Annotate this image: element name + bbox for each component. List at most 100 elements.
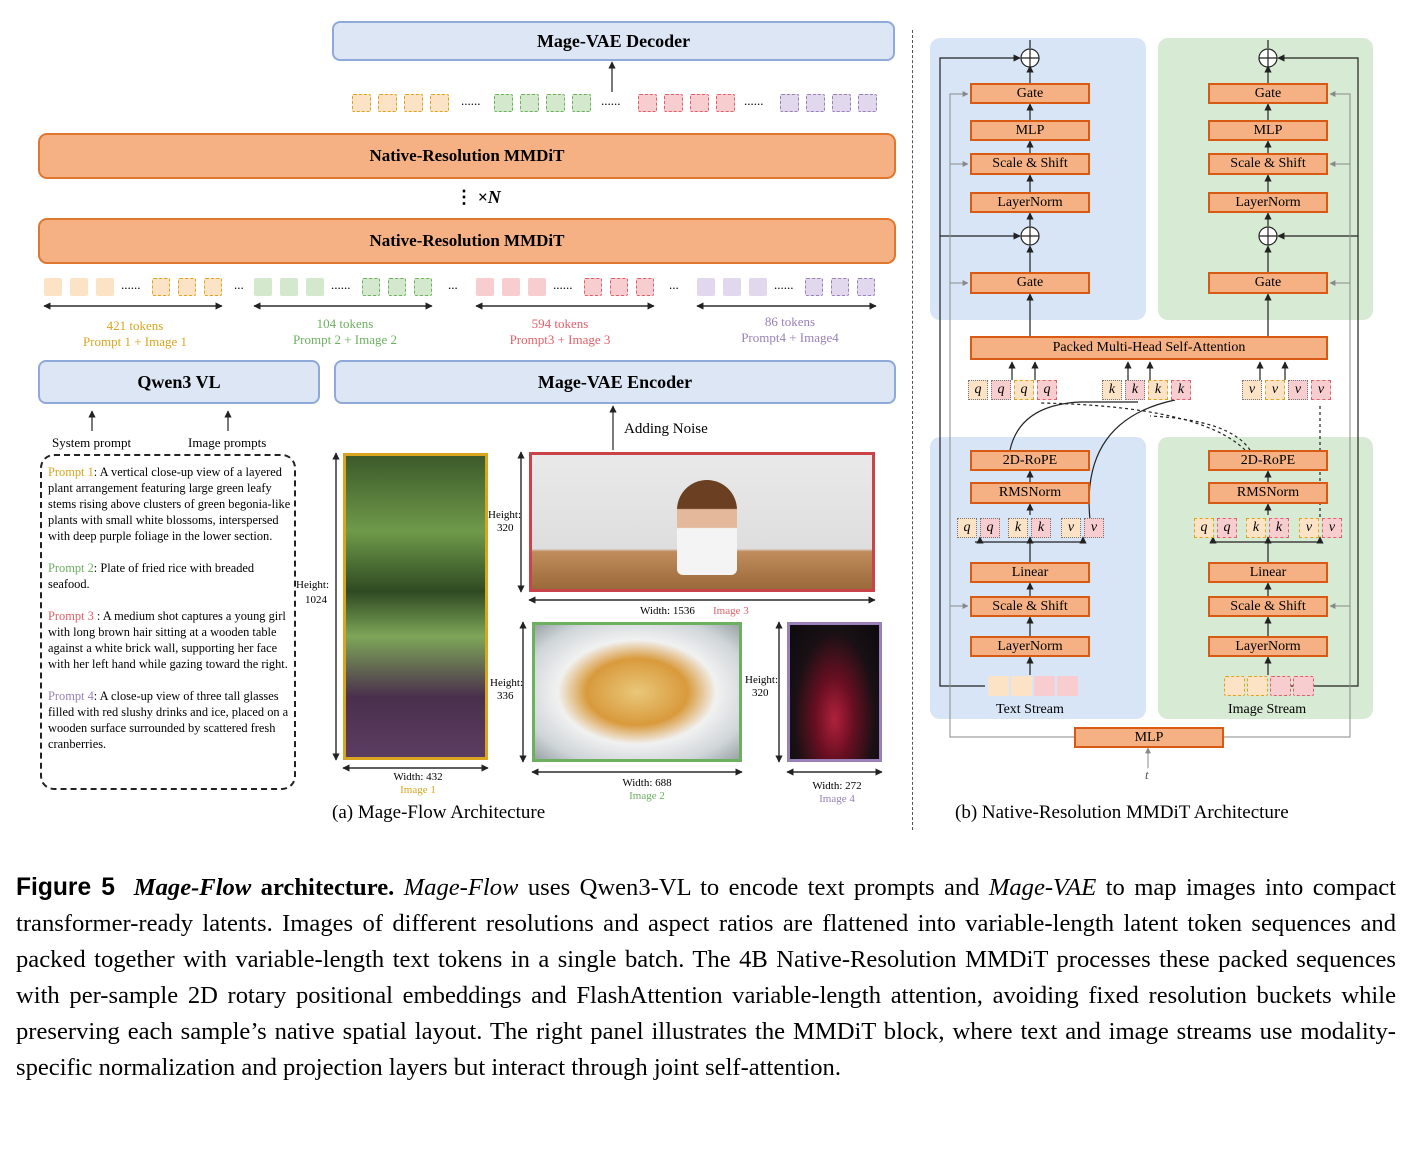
image-token	[805, 278, 823, 296]
image-v-token: v	[1299, 518, 1319, 538]
decoder-token	[520, 94, 539, 112]
image-1-plants	[343, 453, 488, 760]
decoder-token	[780, 94, 799, 112]
image-q-token: q	[1194, 518, 1214, 538]
text-stream-token	[988, 676, 1009, 696]
qwen3-vl-encoder: Qwen3 VL	[38, 360, 320, 404]
text-scale-shift-bottom: Scale & Shift	[970, 596, 1090, 617]
image-2-name: Image 2	[629, 790, 665, 802]
token-group-1-count: 421 tokens	[106, 318, 164, 333]
decoder-token	[352, 94, 371, 112]
image-stream-token	[1224, 676, 1245, 696]
subfigure-a-caption: (a) Mage-Flow Architecture	[332, 802, 546, 823]
image-3-girl	[529, 452, 875, 592]
figure-number: Figure 5	[16, 874, 115, 901]
token-group-1-label: Prompt 1 + Image 1	[82, 334, 188, 349]
decoder-gap-dots: ......	[601, 93, 621, 108]
prompt-4-tag: Prompt 4	[48, 689, 94, 703]
joint-v-token: v	[1242, 380, 1262, 400]
text-v-token: v	[1084, 518, 1104, 538]
image-token	[388, 278, 406, 296]
prompt-box: Prompt 1: A vertical close-up view of a …	[40, 454, 296, 790]
prompt-3: Prompt 3 : A medium shot captures a youn…	[48, 608, 294, 672]
group-separator: ...	[234, 277, 244, 292]
right-connector-lines	[43, 40, 1359, 776]
joint-v-token: v	[1311, 380, 1331, 400]
image-rope: 2D-RoPE	[1208, 450, 1328, 471]
image-4-name: Image 4	[819, 793, 855, 805]
image-2-width-label: Width: 688	[622, 777, 672, 789]
image-3-width-label: Width: 1536	[640, 605, 695, 617]
token-group-3-count: 594 tokens	[531, 316, 589, 331]
prompt-1-text: : A vertical close-up view of a layered …	[48, 465, 291, 543]
prompt-2: Prompt 2: Plate of fried rice with bread…	[48, 560, 294, 592]
image-k-token: k	[1246, 518, 1266, 538]
image-stream-token	[1270, 676, 1291, 696]
decoder-token	[572, 94, 591, 112]
joint-v-token: v	[1265, 380, 1285, 400]
text-q-token: q	[980, 518, 1000, 538]
text-k-token: k	[1031, 518, 1051, 538]
packed-gap-dots: ......	[121, 277, 141, 292]
figure-caption: Figure 5 Mage-Flow architecture. Mage-Fl…	[16, 870, 1396, 1086]
image-2-fried-rice	[532, 622, 742, 762]
prompt-2-tag: Prompt 2	[48, 561, 94, 575]
decoder-token	[546, 94, 565, 112]
image-token	[584, 278, 602, 296]
image-stream-token	[1247, 676, 1268, 696]
girl-figure-icon	[677, 480, 737, 575]
image-token	[178, 278, 196, 296]
text-layernorm-top: LayerNorm	[970, 192, 1090, 213]
caption-seg2: uses Qwen3-VL to encode text prompts and	[518, 874, 989, 901]
image-1-height-value: 1024	[305, 594, 327, 606]
joint-k-token: k	[1102, 380, 1122, 400]
joint-q-token: q	[991, 380, 1011, 400]
text-stream-token	[1011, 676, 1032, 696]
joint-q-token: q	[968, 380, 988, 400]
image-4-width-label: Width: 272	[812, 780, 862, 792]
image-q-token: q	[1217, 518, 1237, 538]
token-group-2-count: 104 tokens	[316, 316, 374, 331]
image-scale-shift-top: Scale & Shift	[1208, 153, 1328, 175]
repeat-indicator: ⋮ ×N	[455, 187, 501, 208]
text-stream-token	[1057, 676, 1078, 696]
group-separator: ...	[669, 277, 679, 292]
packed-attention: Packed Multi-Head Self-Attention	[970, 336, 1328, 360]
figure-title-rest: architecture.	[251, 874, 395, 901]
image-4-height-value: 320	[752, 687, 769, 699]
text-q-token: q	[957, 518, 977, 538]
image-rmsnorm: RMSNorm	[1208, 482, 1328, 504]
text-mlp: MLP	[970, 120, 1090, 141]
image-4-drinks	[787, 622, 882, 762]
image-3-height-label: Height:	[488, 509, 521, 521]
decoder-gap-dots: ......	[744, 93, 764, 108]
image-token	[152, 278, 170, 296]
text-k-token: k	[1008, 518, 1028, 538]
caption-seg1	[394, 874, 403, 901]
image-scale-shift-bottom: Scale & Shift	[1208, 596, 1328, 617]
image-mlp: MLP	[1208, 120, 1328, 141]
timestep-label: t	[1145, 767, 1149, 782]
panel-divider	[912, 30, 913, 830]
image-token	[610, 278, 628, 296]
joint-q-token: q	[1014, 380, 1034, 400]
packed-gap-dots: ......	[774, 277, 794, 292]
image-4-height-label: Height:	[745, 674, 778, 686]
group-separator: ...	[448, 277, 458, 292]
figure-title-name: Mage-Flow	[133, 874, 252, 901]
image-prompts-label: Image prompts	[188, 435, 267, 450]
decoder-token	[690, 94, 709, 112]
image-k-token: k	[1269, 518, 1289, 538]
decoder-token	[404, 94, 423, 112]
joint-v-token: v	[1288, 380, 1308, 400]
text-scale-shift-top: Scale & Shift	[970, 153, 1090, 175]
mmdit-block-bottom: Native-Resolution MMDiT	[38, 218, 896, 264]
mage-vae-decoder: Mage-VAE Decoder	[332, 21, 895, 61]
image-token	[857, 278, 875, 296]
decoder-token	[832, 94, 851, 112]
image-2-height-label: Height:	[490, 677, 523, 689]
times-n-label: ×N	[477, 187, 501, 207]
joint-k-token: k	[1171, 380, 1191, 400]
prompt-3-text: : A medium shot captures a young girl wi…	[48, 609, 288, 671]
caption-seg3: to map images into compact transformer-r…	[16, 874, 1396, 1081]
